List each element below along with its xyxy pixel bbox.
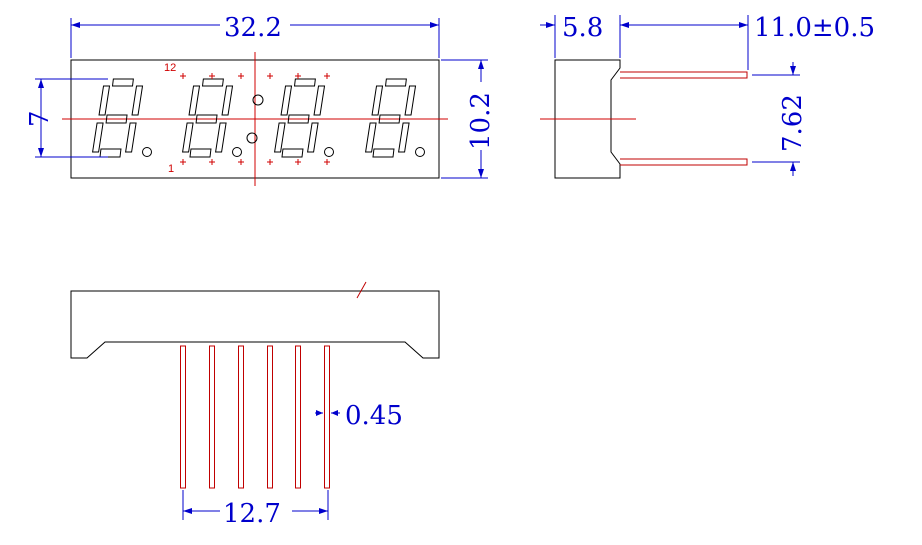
bottom-pin-mark-6 (324, 159, 330, 165)
segment-a (111, 78, 134, 87)
segment-b (313, 85, 326, 116)
top-pin-mark-5 (295, 73, 301, 79)
row-pitch-arrow-bottom (790, 162, 796, 171)
height-arrow-top (478, 60, 484, 69)
side-body-outline (554, 59, 621, 179)
bottom-pin-6 (324, 345, 330, 489)
segment-e (365, 122, 377, 153)
colon-dot-upper (252, 94, 264, 106)
bottom-pin-mark-4 (267, 159, 273, 165)
pin-length-label: 11.0±0.5 (754, 13, 875, 43)
decimal-point (415, 147, 425, 157)
pin-span-arrow-right (319, 508, 328, 514)
front-view: 12 1 32.2 7 10.2 (25, 13, 496, 186)
digit-1 (92, 78, 152, 158)
segment-a (384, 78, 407, 87)
top-pin-mark-1 (180, 73, 186, 79)
segment-d (372, 148, 395, 158)
depth-arrow-left (546, 22, 555, 28)
segment-f (280, 85, 293, 116)
bottom-pin-mark-5 (295, 159, 301, 165)
segment-g (105, 114, 128, 124)
segment-g (287, 114, 310, 124)
pin-marks (180, 73, 330, 165)
pin-width-arrow-left (316, 410, 323, 416)
side-pin-lower (620, 158, 748, 166)
decimal-point (142, 147, 152, 157)
bottom-pin-mark-2 (209, 159, 215, 165)
pin-label-12: 12 (164, 62, 176, 74)
pin-width-label: 0.45 (345, 401, 403, 431)
segment-d (99, 148, 122, 158)
segment-c (125, 122, 137, 153)
segment-a (201, 78, 224, 87)
bottom-body-tick (356, 281, 367, 299)
top-pin-mark-3 (238, 73, 244, 79)
segment-b (404, 85, 417, 116)
segment-g (195, 114, 218, 124)
segment-e (274, 122, 286, 153)
bottom-pin-4 (267, 345, 273, 489)
height-arrow-bottom (478, 169, 484, 178)
segment-e (182, 122, 194, 153)
bottom-pin-1 (180, 345, 186, 489)
digit-height-label: 7 (25, 110, 55, 127)
segment-d (189, 148, 212, 158)
depth-dimension-label: 5.8 (562, 13, 603, 43)
digit-height-arrow-top (38, 79, 44, 88)
bottom-view: 0.45 12.7 (70, 281, 440, 529)
bottom-pin-mark-3 (238, 159, 244, 165)
pin-width-arrow-right (331, 410, 338, 416)
pin-label-1: 1 (168, 163, 174, 175)
segment-e (92, 122, 104, 153)
segment-c (307, 122, 319, 153)
seven-segment-digits (92, 78, 425, 158)
width-dimension-label: 32.2 (224, 13, 282, 43)
width-arrow-right (430, 22, 439, 28)
segment-f (98, 85, 111, 116)
segment-a (293, 78, 316, 87)
bottom-pin-3 (238, 345, 244, 489)
segment-b (221, 85, 234, 116)
top-pin-mark-2 (209, 73, 215, 79)
decimal-point (324, 147, 334, 157)
row-pitch-arrow-top (790, 66, 796, 75)
digit-2 (182, 78, 242, 158)
width-arrow-left (71, 22, 80, 28)
pin-span-arrow-left (183, 508, 192, 514)
row-pitch-label: 7.62 (778, 94, 808, 152)
segment-f (188, 85, 201, 116)
height-dimension-label: 10.2 (466, 92, 496, 150)
top-pin-mark-6 (324, 73, 330, 79)
side-view: 5.8 11.0±0.5 7.62 (540, 13, 875, 179)
segment-c (398, 122, 410, 153)
segment-d (281, 148, 304, 158)
bottom-pin-2 (209, 345, 215, 489)
bottom-pins (180, 345, 330, 489)
decimal-point (232, 147, 242, 157)
top-pin-mark-4 (267, 73, 273, 79)
segment-c (215, 122, 227, 153)
digit-3 (274, 78, 334, 158)
colon-dot-lower (246, 132, 258, 144)
digit-height-arrow-bottom (38, 148, 44, 157)
digit-4 (365, 78, 425, 158)
pin-span-label: 12.7 (223, 499, 281, 529)
bottom-body-outline (70, 290, 440, 359)
pin-length-arrow-right (739, 22, 748, 28)
bottom-pin-mark-1 (180, 159, 186, 165)
side-pin-upper (620, 71, 748, 79)
segment-f (371, 85, 384, 116)
segment-g (378, 114, 401, 124)
bottom-pin-5 (295, 345, 301, 489)
segment-b (131, 85, 144, 116)
